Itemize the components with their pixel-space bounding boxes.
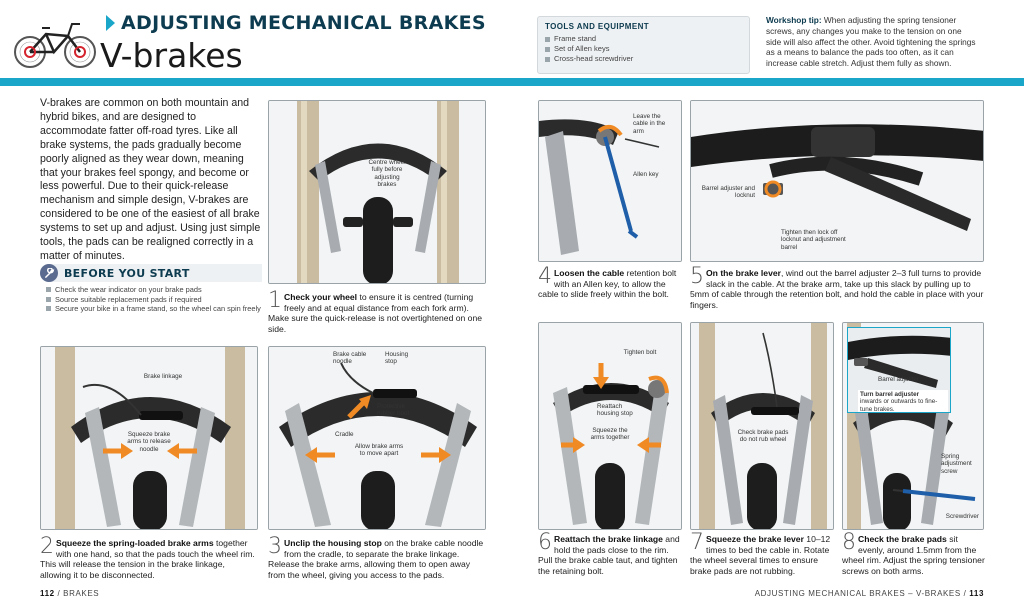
bike-illustration-icon — [14, 23, 96, 68]
page-number-left: 112 — [40, 589, 55, 598]
step-number: 5 — [690, 264, 704, 289]
tools-box: TOOLS AND EQUIPMENT Frame stand Set of A… — [537, 16, 750, 74]
section-title: ADJUSTING MECHANICAL BRAKES — [121, 12, 486, 34]
photo-step-1: Centre wheel fully before adjusting brak… — [268, 100, 486, 284]
section-kicker: ADJUSTING MECHANICAL BRAKES — [106, 12, 486, 34]
step-number: 3 — [268, 534, 282, 559]
photo-step-4: Leave the cable in the arm Allen key — [538, 100, 682, 262]
before-you-start: BEFORE YOU START Check the wear indicato… — [40, 264, 262, 326]
brake-photo-1 — [269, 101, 485, 283]
footer-left-text: / BRAKES — [54, 589, 100, 598]
label-squeeze-release: Squeeze brake arms to release noodle — [127, 431, 171, 453]
label-brake-cable-noodle: Brake cable noodle — [333, 351, 367, 366]
photo-step-3: Brake cable noodle Housing stop Protecti… — [268, 346, 486, 530]
tools-list: Frame stand Set of Allen keys Cross-head… — [545, 34, 742, 64]
before-title: BEFORE YOU START — [64, 266, 190, 280]
label-allen-key: Allen key — [633, 171, 659, 178]
list-item: Check the wear indicator on your brake p… — [40, 285, 262, 295]
label-reattach-stop: Reattach housing stop — [597, 403, 633, 418]
brake-photo-5 — [691, 101, 983, 261]
bullet-icon — [46, 296, 51, 302]
title-block: ADJUSTING MECHANICAL BRAKES V-brakes — [100, 12, 486, 75]
step-number: 8 — [842, 530, 856, 555]
step-number: 6 — [538, 530, 552, 555]
label-brake-linkage: Brake linkage — [143, 373, 183, 380]
step-number: 2 — [40, 534, 54, 559]
footer-right-text: ADJUSTING MECHANICAL BRAKES – V-BRAKES / — [754, 589, 970, 598]
photo-step-5: Barrel adjuster and locknut Tighten then… — [690, 100, 984, 262]
step-number: 7 — [690, 530, 704, 555]
list-item: Set of Allen keys — [545, 44, 742, 54]
label-screwdriver: Screwdriver — [945, 513, 979, 520]
bullet-icon — [545, 56, 550, 62]
photo-step-6: Tighten bolt Reattach housing stop Squee… — [538, 322, 682, 530]
tip-label: Workshop tip: — [766, 15, 822, 25]
brake-photo-7 — [691, 323, 833, 529]
bullet-icon — [545, 46, 550, 52]
label-spring-screw: Spring adjustment screw — [941, 453, 972, 475]
label-cradle: Cradle — [335, 431, 354, 438]
label-centre-wheel: Centre wheel fully before adjusting brak… — [368, 159, 406, 189]
before-list: Check the wear indicator on your brake p… — [40, 285, 262, 314]
kicker-arrow-icon — [106, 15, 115, 31]
tools-title: TOOLS AND EQUIPMENT — [545, 22, 650, 31]
page-header: ADJUSTING MECHANICAL BRAKES V-brakes TOO… — [0, 0, 1024, 86]
brake-photo-4 — [539, 101, 681, 261]
list-item: Source suitable replacement pads if requ… — [40, 295, 262, 305]
label-protective-boot: Protective rubber boot — [377, 403, 410, 418]
brake-photo-2 — [41, 347, 257, 529]
footer-right: ADJUSTING MECHANICAL BRAKES – V-BRAKES /… — [755, 589, 984, 598]
bullet-icon — [545, 36, 550, 42]
photo-step-2: Brake linkage Squeeze brake arms to rele… — [40, 346, 258, 530]
label-squeeze-together: Squeeze the arms together — [590, 427, 630, 442]
label-check-pads: Check brake pads do not rub wheel — [737, 429, 789, 444]
brake-photo-6 — [539, 323, 681, 529]
header-stripe — [0, 78, 1024, 86]
photo-step-7: Check brake pads do not rub wheel — [690, 322, 834, 530]
page-number-right: 113 — [969, 589, 984, 598]
label-housing-stop: Housing stop — [385, 351, 409, 366]
before-header: BEFORE YOU START — [40, 264, 262, 282]
step-number: 4 — [538, 264, 552, 289]
workshop-tip: Workshop tip: When adjusting the spring … — [758, 12, 984, 74]
footer-left: 112 / BRAKES — [40, 589, 99, 598]
bullet-icon — [46, 287, 51, 292]
tip-text: When adjusting the spring tensioner scre… — [766, 15, 976, 69]
page-title: V-brakes — [100, 36, 243, 75]
label-tighten-locknut: Tighten then lock off locknut and adjust… — [781, 229, 846, 251]
wrench-icon — [40, 264, 58, 282]
list-item: Secure your bike in a frame stand, so th… — [40, 304, 262, 314]
label-barrel-locknut: Barrel adjuster and locknut — [701, 185, 755, 200]
list-item: Frame stand — [545, 34, 742, 44]
step-number: 1 — [268, 288, 282, 313]
intro-paragraph: V-brakes are common on both mountain and… — [40, 97, 261, 262]
list-item: Cross-head screwdriver — [545, 54, 742, 64]
brake-photo-3 — [269, 347, 485, 529]
label-allow-move: Allow brake arms to move apart — [354, 443, 404, 458]
label-tighten-bolt: Tighten bolt — [623, 349, 657, 356]
label-barrel-adjuster: Barrel adjuster — [878, 376, 919, 383]
bullet-icon — [46, 306, 51, 312]
label-leave-cable: Leave the cable in the arm — [633, 113, 666, 135]
